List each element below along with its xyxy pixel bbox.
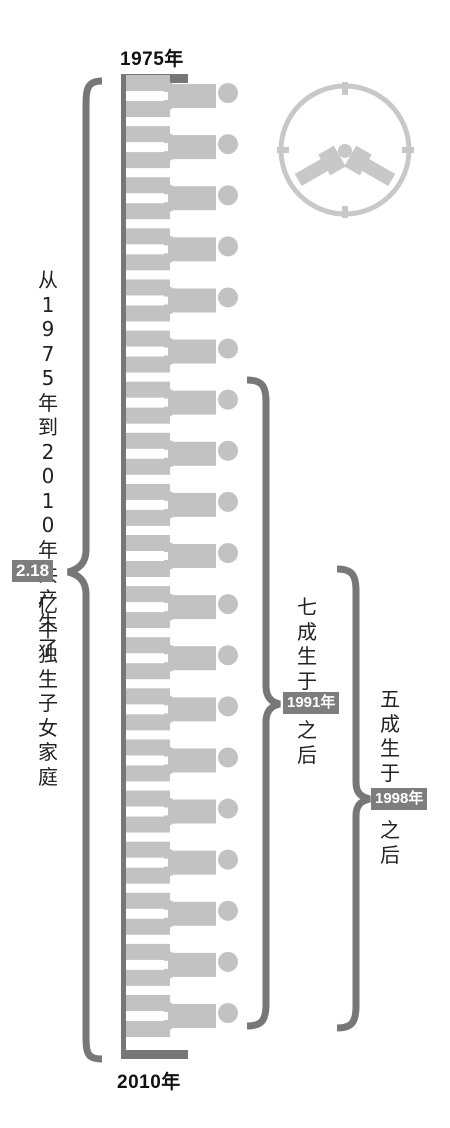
start-year-label: 1975年 [120, 49, 184, 70]
person-figure-icon [126, 75, 238, 117]
end-year-label: 2010年 [117, 1072, 181, 1093]
person-figure-icon [126, 688, 238, 731]
person-figure-icon [126, 381, 238, 424]
person-figure-icon [126, 330, 238, 373]
bracket-1998 [336, 565, 371, 1032]
person-figure-icon [126, 483, 238, 526]
person-figure-icon [126, 586, 238, 629]
person-figure-icon [126, 790, 238, 833]
person-figure-icon [126, 432, 238, 475]
total-families-badge: 2.18 [12, 560, 54, 582]
person-figure-icon [126, 535, 238, 577]
year-1991-badge: 1991年 [283, 692, 340, 714]
bracket-1991 [246, 376, 281, 1030]
person-figure-icon [126, 177, 238, 220]
share-1991-suffix: 之后 [297, 718, 317, 767]
total-bracket [66, 77, 103, 1063]
person-figure-icon [126, 126, 238, 169]
person-figure-icon [126, 739, 238, 782]
figure-column [126, 75, 238, 1037]
clock-couple-icon [277, 82, 414, 218]
person-figure-icon [126, 228, 238, 271]
year-1998-badge: 1998年 [371, 788, 428, 810]
share-1991-caption: 七成生于 [297, 595, 317, 693]
person-figure-icon [126, 995, 238, 1037]
person-figure-icon [126, 943, 238, 986]
share-1998-caption: 五成生于 [380, 687, 400, 785]
person-figure-icon [126, 279, 238, 322]
share-1998-suffix: 之后 [380, 818, 400, 867]
person-figure-icon [126, 637, 238, 680]
person-figure-icon [126, 892, 238, 935]
total-families-unit: 亿个独生子女家庭 [38, 593, 58, 789]
person-figure-icon [126, 841, 238, 884]
